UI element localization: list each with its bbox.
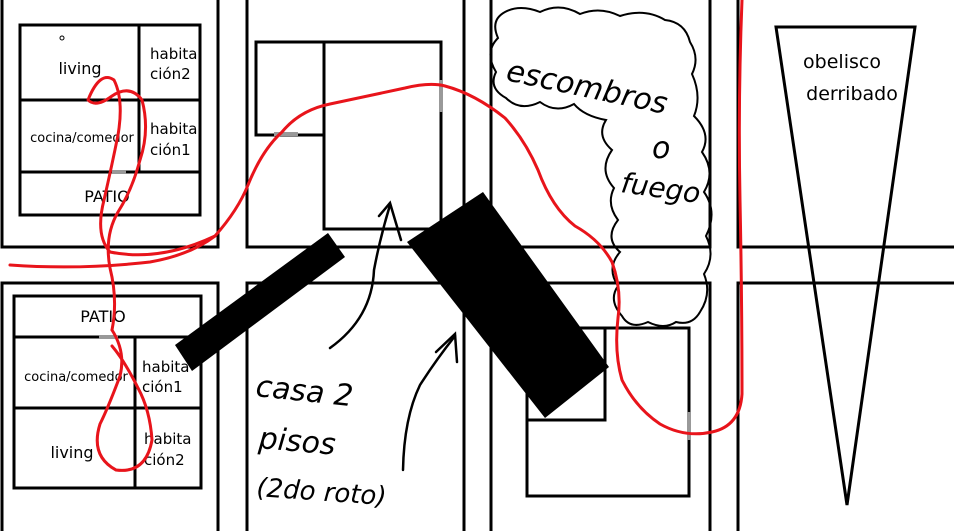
arrow-up-left (330, 205, 390, 348)
room-label-habitacion1-b: ción1 (150, 141, 191, 159)
room-label-habitacion1-b: ción1 (142, 378, 183, 396)
room-label-habitacion2-b: ción2 (144, 451, 185, 469)
debris-label-escombros: escombros (503, 54, 670, 122)
room-label-patio: PATIO (80, 307, 125, 326)
route-line-loop-bottom (97, 330, 152, 470)
fallen-block-large (407, 192, 609, 418)
room-label-habitacion1-a: habita (142, 358, 189, 376)
debris-label-o: o (652, 131, 670, 166)
house-top-left: living habita ción2 cocina/comedor habit… (20, 25, 200, 215)
house-bottom-left: PATIO cocina/comedor habita ción1 living… (14, 296, 201, 488)
block-top-2 (247, 0, 464, 247)
room-label-living: living (58, 59, 101, 78)
two-floor-label-pisos: pisos (256, 421, 337, 463)
route-line (10, 0, 742, 470)
house-two-floor (256, 42, 441, 229)
room-label-habitacion1-a: habita (150, 120, 197, 138)
block-top-4 (738, 0, 954, 247)
two-floor-annotation: casa 2 pisos (2do roto) (254, 369, 387, 512)
debris-label-fuego: fuego (619, 166, 703, 210)
room-label-habitacion2-a: habita (150, 45, 197, 63)
room-label-cocina-comedor: cocina/comedor (24, 370, 128, 385)
arrow-up-right (403, 336, 455, 470)
block-top-3 (491, 0, 710, 247)
room-label-habitacion2-b: ción2 (150, 65, 191, 83)
route-line-main (10, 0, 742, 434)
obelisk-label-derribado: derribado (806, 83, 898, 105)
two-floor-label-casa: casa 2 (254, 369, 355, 414)
obelisk-label-obelisco: obelisco (803, 51, 881, 73)
room-label-living: living (50, 443, 93, 462)
obelisk: obelisco derribado (776, 27, 915, 505)
two-floor-label-roto: (2do roto) (256, 473, 388, 512)
